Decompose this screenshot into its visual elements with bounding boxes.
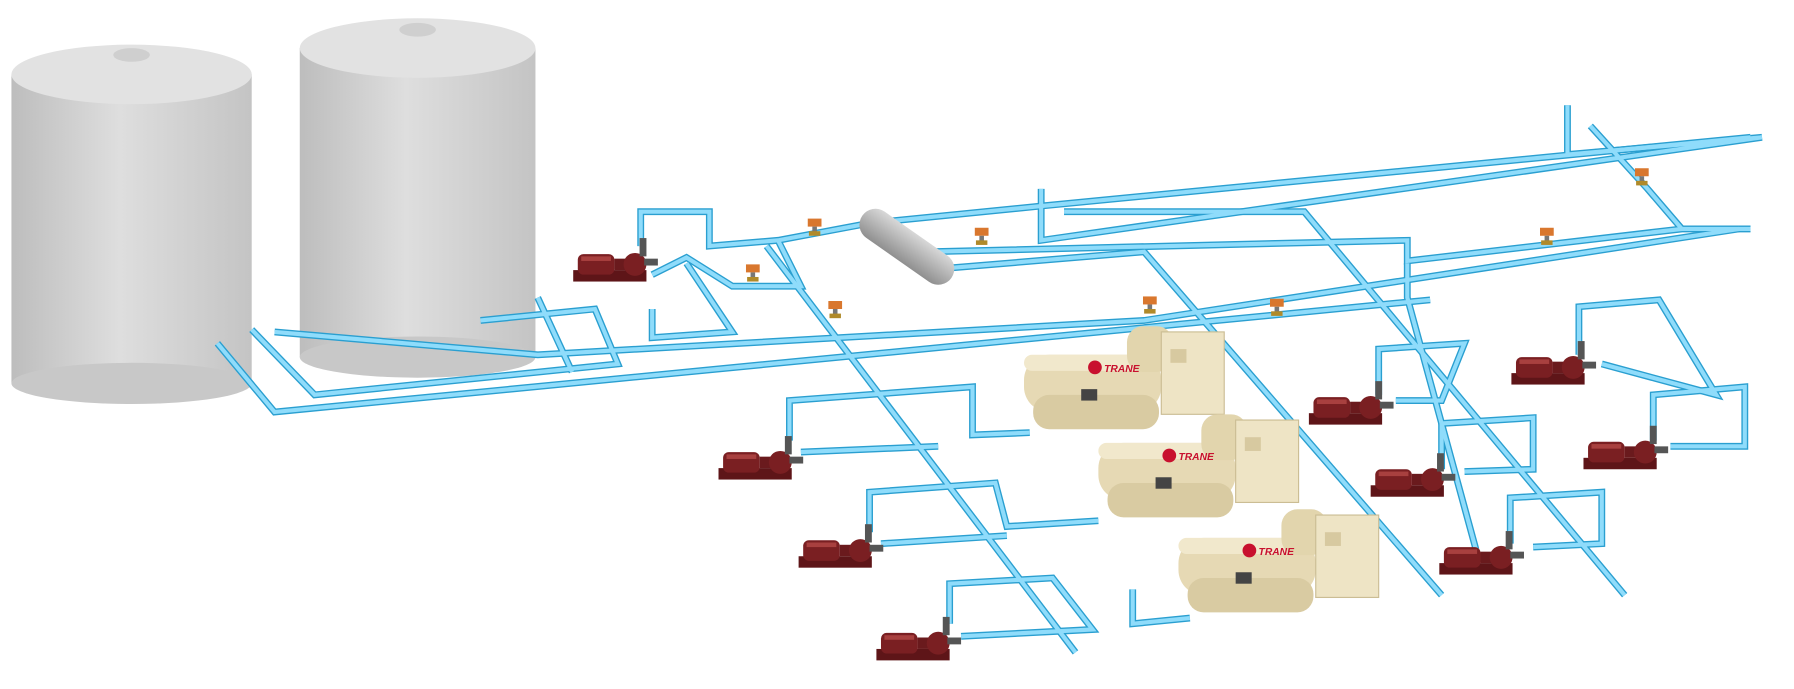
chiller-1: TRANE <box>1023 325 1225 430</box>
pump <box>1439 531 1524 575</box>
pump <box>573 238 658 282</box>
pipe-segment <box>1405 263 1478 550</box>
pump <box>1583 425 1669 470</box>
pump <box>1308 381 1394 425</box>
valve-icon <box>807 218 822 236</box>
pipe-segment <box>651 239 805 289</box>
pipe-segment <box>764 244 1078 654</box>
pipe-segment <box>1039 105 1763 243</box>
pipe-segment <box>650 262 736 340</box>
pump <box>798 524 884 568</box>
pipe-segment <box>638 135 1751 249</box>
pump <box>876 616 962 661</box>
chiller-logo: TRANE <box>1259 547 1296 558</box>
pipe-segment <box>215 297 1431 415</box>
pipe-segment <box>1508 489 1604 550</box>
chiller-3: TRANE <box>1177 508 1380 613</box>
piping-network <box>214 105 1763 655</box>
valve-icon <box>1269 298 1284 316</box>
valve-icon <box>1142 296 1157 314</box>
storage-tank-1 <box>11 44 252 405</box>
pipe-segment <box>1575 296 1724 401</box>
pipe-segment <box>1588 124 1684 231</box>
pipe-segment <box>946 574 1100 640</box>
pipe-segment <box>1064 209 1627 597</box>
valve-icon <box>745 264 760 282</box>
pipe-segment <box>1651 384 1747 449</box>
chiller-logo: TRANE <box>1178 452 1215 463</box>
valve-icon <box>1540 227 1554 245</box>
chiller-logo: TRANE <box>1104 364 1141 375</box>
valve-icon <box>974 227 989 245</box>
valve-icon <box>828 301 843 319</box>
pump <box>1511 341 1597 385</box>
pipe-segment <box>274 226 1740 357</box>
pipe-segment <box>1439 415 1536 474</box>
pipe-segment <box>1130 589 1191 627</box>
air-separator-tank <box>859 208 955 285</box>
pipe-segment <box>1576 297 1721 399</box>
pipe-segment <box>867 480 1099 533</box>
storage-tank-2 <box>299 18 536 378</box>
pipe-segment <box>800 444 939 455</box>
chiller-2: TRANE <box>1097 413 1300 518</box>
pipe-segment <box>1506 488 1606 551</box>
pipe-segment <box>938 249 1444 597</box>
pipe-segment <box>787 384 1030 441</box>
pipe-segment <box>1649 383 1749 450</box>
pipe-segment <box>1376 341 1468 403</box>
pipe-segment <box>880 533 1007 546</box>
pipe-segment <box>535 296 574 373</box>
pipe-segment <box>947 575 1097 639</box>
pipe-segment <box>250 306 621 398</box>
pipe-segment <box>926 226 1751 264</box>
pump <box>718 436 804 480</box>
pump <box>1370 453 1456 497</box>
